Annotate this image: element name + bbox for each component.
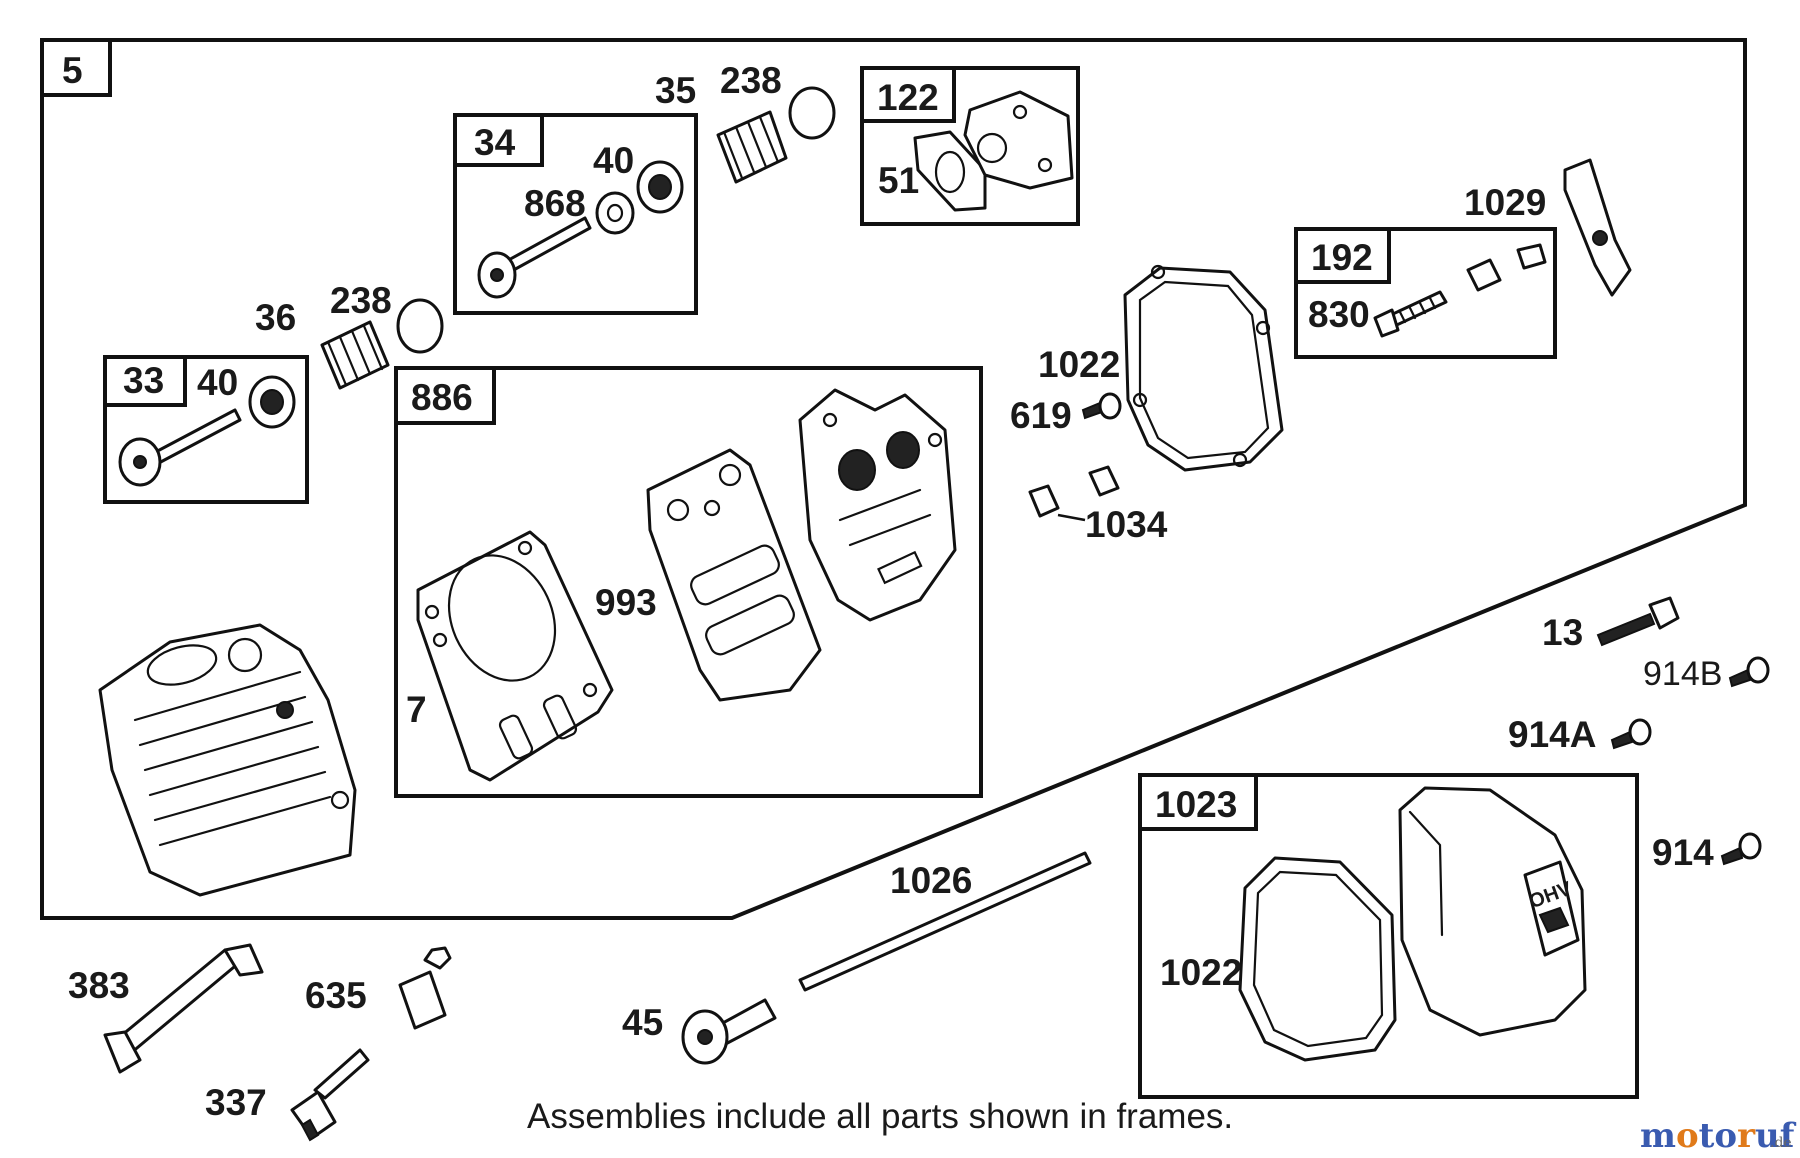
valve-cap-238-top <box>788 86 836 140</box>
label-5: 5 <box>62 50 83 91</box>
bolt-13 <box>1596 596 1680 647</box>
cylinder-head <box>98 623 357 897</box>
label-1034: 1034 <box>1085 504 1168 545</box>
assembly-122-frame <box>860 66 1080 226</box>
label-40-top: 40 <box>593 140 634 181</box>
push-rod-1026 <box>798 851 1092 992</box>
svg-text:.de: .de <box>1770 1135 1792 1151</box>
valve-seal-40-left <box>248 375 296 429</box>
assembly-1023-frame <box>1138 773 1639 1099</box>
label-1026: 1026 <box>890 860 972 901</box>
valve-cover-gasket-1022-lower <box>1238 856 1397 1062</box>
label-33: 33 <box>123 360 164 401</box>
head-gasket-7 <box>416 530 614 782</box>
label-122: 122 <box>877 77 939 118</box>
nut-1034 <box>1028 465 1120 522</box>
footnote: Assemblies include all parts shown in fr… <box>527 1097 1233 1136</box>
spark-plug-337 <box>290 1048 370 1142</box>
label-1022-upper: 1022 <box>1038 344 1120 385</box>
label-1029: 1029 <box>1464 182 1546 223</box>
label-7: 7 <box>406 689 427 730</box>
label-238-top: 238 <box>720 60 782 101</box>
label-192: 192 <box>1311 237 1373 278</box>
label-383: 383 <box>68 965 130 1006</box>
assembly-33-frame <box>103 355 309 504</box>
assembly-34-frame <box>453 113 698 315</box>
assembly-122-tab <box>860 66 956 123</box>
intake-valve <box>118 408 242 487</box>
assembly-33-tab <box>103 355 187 407</box>
label-914b: 914B <box>1643 655 1722 693</box>
exhaust-valve <box>477 216 592 299</box>
screw-619 <box>1081 392 1122 420</box>
label-868: 868 <box>524 183 586 224</box>
assembly-192-frame <box>1294 227 1557 359</box>
breather-gasket-51 <box>913 130 987 212</box>
screw-914b <box>1728 656 1770 688</box>
valve-spring-36 <box>320 320 390 390</box>
label-35: 35 <box>655 70 696 111</box>
label-830: 830 <box>1308 294 1370 335</box>
valve-cover-gasket-1022-upper <box>1123 264 1284 472</box>
watermark-logo: motoruf .de <box>1640 1116 1797 1156</box>
assembly-192-tab <box>1294 227 1391 284</box>
valve-cap-238-mid <box>396 298 444 354</box>
label-13: 13 <box>1542 612 1583 653</box>
rocker-arm-1029 <box>1563 158 1632 297</box>
screw-914 <box>1720 832 1762 866</box>
assembly-5-tab <box>40 38 112 97</box>
label-51: 51 <box>878 160 919 201</box>
label-34: 34 <box>474 122 516 163</box>
gasket-993 <box>646 448 822 702</box>
label-337: 337 <box>205 1082 267 1123</box>
label-40-left: 40 <box>197 362 238 403</box>
label-1023: 1023 <box>1155 784 1237 825</box>
rocker-stud-830 <box>1373 243 1547 338</box>
assembly-886-frame <box>394 366 983 798</box>
assembly-1023-tab <box>1138 773 1258 831</box>
wrench-383 <box>103 943 264 1074</box>
label-36: 36 <box>255 297 296 338</box>
breather-body <box>963 90 1074 190</box>
svg-text:motoruf: motoruf <box>1640 1116 1797 1156</box>
tappet-45 <box>681 998 777 1065</box>
fitting-635 <box>398 946 452 1030</box>
label-993: 993 <box>595 582 657 623</box>
label-886: 886 <box>411 377 473 418</box>
screw-914a <box>1610 718 1652 750</box>
assembly-5-frame <box>40 38 1747 920</box>
label-635: 635 <box>305 975 367 1016</box>
intake-plate <box>798 388 957 622</box>
valve-spring-35 <box>716 110 788 184</box>
label-619: 619 <box>1010 395 1072 436</box>
valve-cover: OHV <box>1398 786 1587 1037</box>
assembly-886-tab <box>394 366 496 425</box>
valve-seal-40-top <box>636 160 684 214</box>
label-45: 45 <box>622 1002 663 1043</box>
label-914a: 914A <box>1508 714 1596 755</box>
label-238-mid: 238 <box>330 280 392 321</box>
assembly-34-tab <box>453 113 544 167</box>
label-914: 914 <box>1652 832 1714 873</box>
valve-retainer-868 <box>595 191 635 235</box>
label-1022-lower: 1022 <box>1160 952 1242 993</box>
